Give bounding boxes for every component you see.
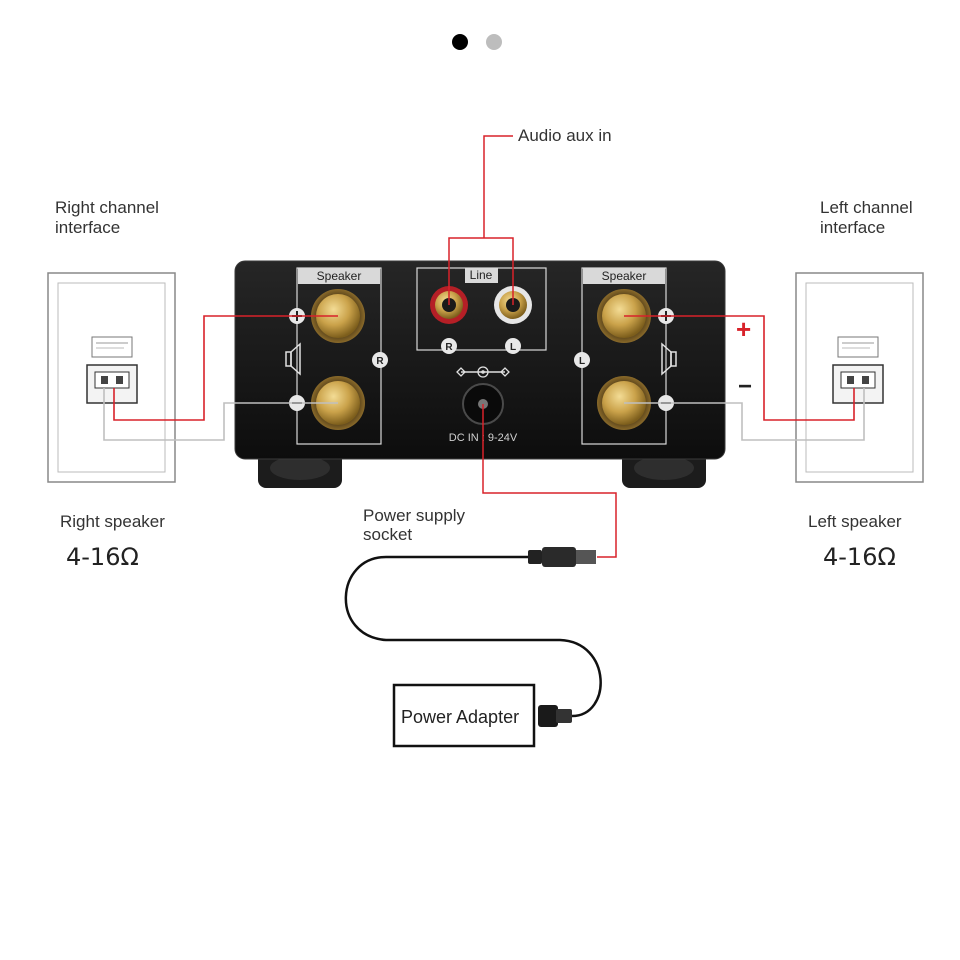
right-positive-wire <box>113 315 338 421</box>
left-speaker-label: Left speaker <box>808 512 902 531</box>
right-channel-label-line2: interface <box>55 218 121 237</box>
adapter-plug <box>538 705 572 727</box>
speaker-label-right: Speaker <box>602 269 647 283</box>
left-negative-wire <box>624 388 865 441</box>
left-positive-wire <box>624 315 855 421</box>
dc-plug <box>528 547 596 567</box>
dc-polarity-icon <box>456 366 510 378</box>
power-cable <box>344 555 602 718</box>
audio-callout-line <box>483 135 513 238</box>
power-adapter-label: Power Adapter <box>401 707 520 727</box>
channel-l-label: L <box>579 356 585 367</box>
carousel-pager <box>452 34 512 50</box>
plus-sign: + <box>736 314 752 344</box>
speaker-symbol-icon <box>661 342 677 376</box>
amplifier-rear-panel <box>234 260 726 460</box>
speaker-label-left: Speaker <box>317 269 362 283</box>
speaker-symbol-icon <box>285 342 301 376</box>
right-impedance-label: 4-16Ω <box>66 543 139 571</box>
line-label: Line <box>470 268 493 282</box>
power-socket-label-line1: Power supply <box>363 506 466 525</box>
channel-r-label: R <box>376 356 384 367</box>
rca-l-label: L <box>510 342 516 353</box>
power-socket-label-line2: socket <box>363 525 413 544</box>
right-negative-wire <box>103 388 338 441</box>
audio-aux-in-label: Audio aux in <box>518 126 612 145</box>
left-speaker-cabinet <box>795 272 924 483</box>
right-speaker-label: Right speaker <box>60 512 165 531</box>
power-callout-line <box>482 404 617 558</box>
pager-dot-2[interactable] <box>486 34 502 50</box>
rca-r-label: R <box>445 342 453 353</box>
left-channel-label-line1: Left channel <box>820 198 913 217</box>
right-speaker-cabinet <box>47 272 176 483</box>
power-adapter-box <box>392 683 536 748</box>
minus-sign: − <box>738 373 753 400</box>
left-channel-label-line2: interface <box>820 218 886 237</box>
left-impedance-label: 4-16Ω <box>823 543 896 571</box>
pager-dot-1[interactable] <box>452 34 468 50</box>
right-channel-label-line1: Right channel <box>55 198 159 217</box>
